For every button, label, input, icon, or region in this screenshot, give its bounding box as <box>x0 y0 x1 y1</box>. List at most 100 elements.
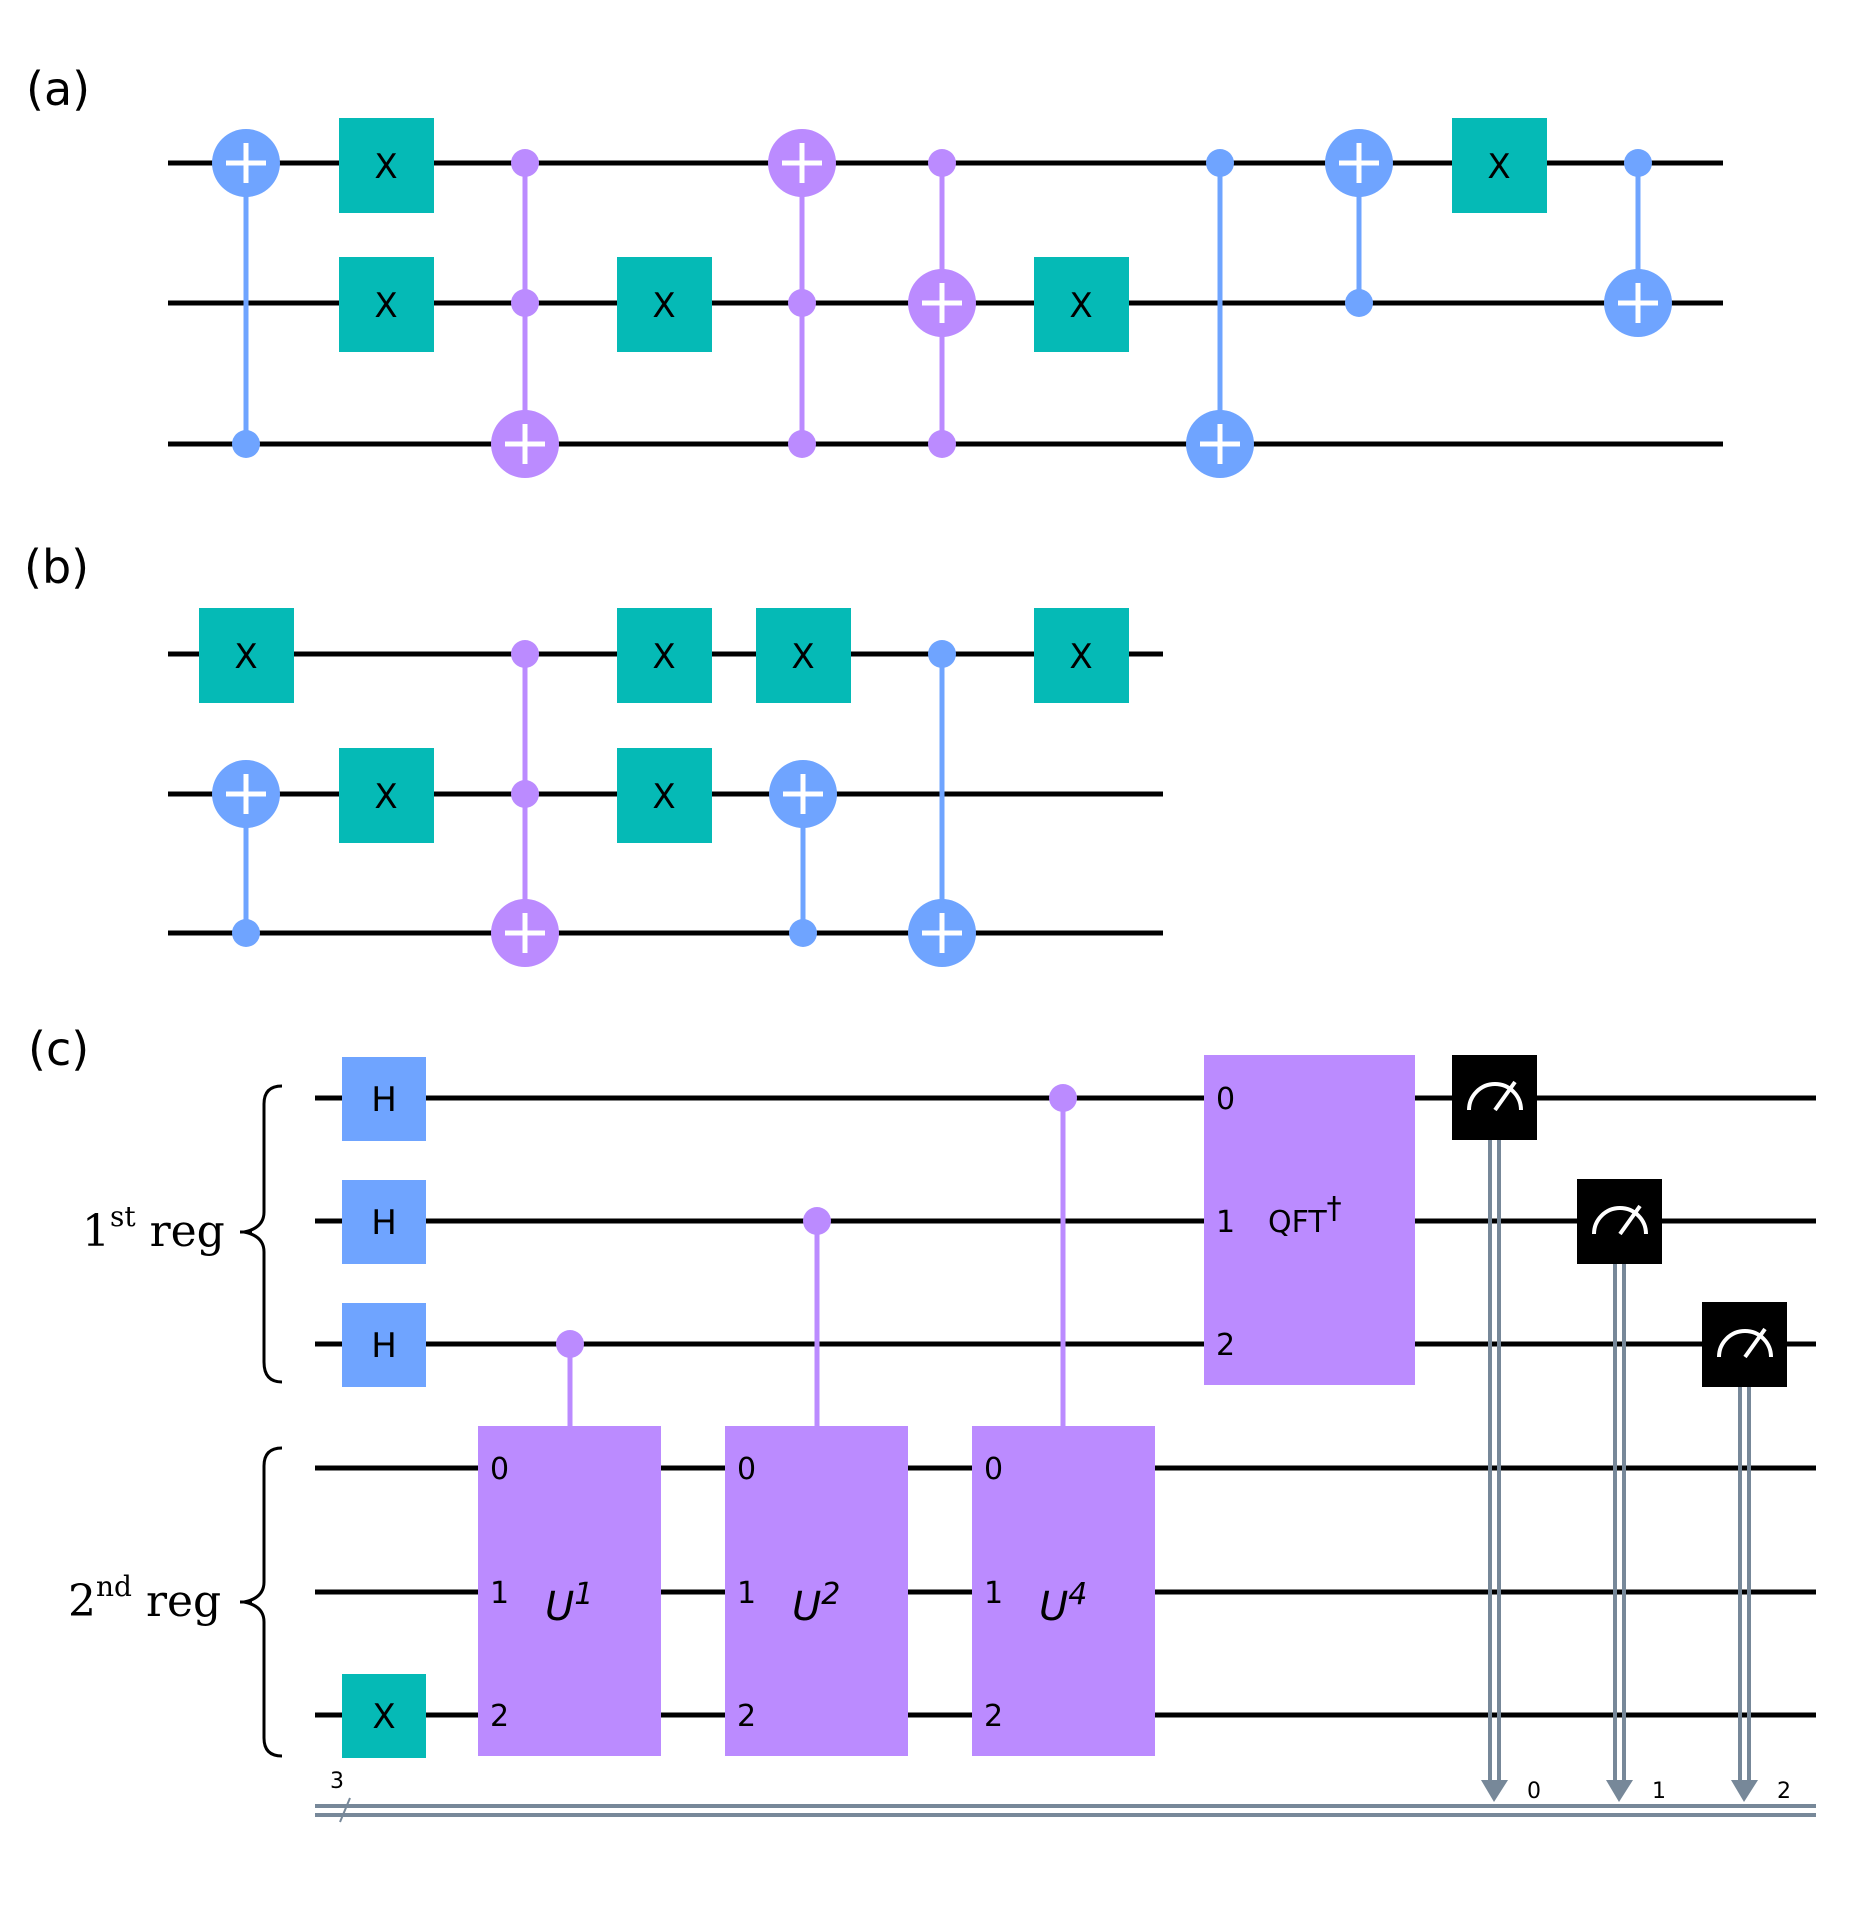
x-gate: X <box>339 257 434 352</box>
panel-a-label: (a) <box>26 62 90 116</box>
pin-label: 1 <box>490 1576 509 1611</box>
cnot-gate <box>1186 149 1254 478</box>
control-dot <box>803 1207 831 1235</box>
measure-arrow <box>1731 1780 1758 1802</box>
measure-bit-label: 1 <box>1652 1779 1666 1804</box>
measure-gate: 1 <box>1577 1179 1666 1804</box>
register-number: 2 <box>68 1576 96 1627</box>
controlled-u4-gate: 0 1 2 U4 <box>972 1084 1155 1756</box>
pin-label: 1 <box>1216 1205 1235 1240</box>
register-suffix: reg <box>132 1576 221 1627</box>
measure-bit-label: 2 <box>1777 1779 1791 1804</box>
register-superscript: st <box>110 1200 136 1233</box>
pin-label: 0 <box>984 1452 1003 1487</box>
qft-dagger-gate: 0 1 2 QFT† <box>1204 1055 1415 1385</box>
h-gate: H <box>342 1303 426 1387</box>
measure-gate: 0 <box>1452 1055 1541 1804</box>
x-gate-label: X <box>652 777 675 817</box>
x-gate-label: X <box>374 147 397 187</box>
measure-arrow <box>1481 1780 1508 1802</box>
measure-gate: 2 <box>1702 1302 1791 1804</box>
pin-label: 2 <box>984 1699 1003 1734</box>
control-dot <box>928 149 956 177</box>
pin-label: 2 <box>490 1699 509 1734</box>
bus-slash <box>339 1797 351 1823</box>
x-gate-label: X <box>791 637 814 677</box>
control-dot <box>1206 149 1234 177</box>
pin-label: 1 <box>737 1576 756 1611</box>
toffoli-gate <box>908 149 976 458</box>
meter-icon <box>1467 1082 1523 1111</box>
panel-b: (b) X X <box>24 540 1163 967</box>
h-gate-label: H <box>371 1203 397 1243</box>
x-gate: X <box>339 118 434 213</box>
toffoli-gate <box>491 640 559 967</box>
h-gate-label: H <box>371 1326 397 1366</box>
cnot-gate <box>212 760 280 947</box>
register-suffix: reg <box>136 1206 225 1257</box>
u-base: U <box>1039 1584 1068 1630</box>
control-dot <box>232 430 260 458</box>
control-dot <box>511 780 539 808</box>
svg-text:U4: U4 <box>1039 1577 1087 1630</box>
classical-register: 3 <box>315 1769 1816 1823</box>
register-label-first: 1st reg <box>82 1200 225 1257</box>
x-gate-label: X <box>1069 637 1092 677</box>
cnot-gate <box>908 640 976 967</box>
svg-text:U1: U1 <box>545 1577 593 1630</box>
svg-text:QFT†: QFT† <box>1268 1191 1342 1240</box>
control-dot <box>1624 149 1652 177</box>
cnot-gate <box>212 129 280 458</box>
h-gate-label: H <box>371 1080 397 1120</box>
svg-text:2nd reg: 2nd reg <box>68 1570 221 1627</box>
x-gate-label: X <box>652 286 675 326</box>
control-dot <box>1345 289 1373 317</box>
control-dot <box>511 640 539 668</box>
panel-b-label: (b) <box>24 540 89 594</box>
controlled-u1-gate: 0 1 2 U1 <box>478 1330 661 1756</box>
pin-label: 2 <box>1216 1328 1235 1363</box>
x-gate: X <box>199 608 294 703</box>
control-dot <box>928 430 956 458</box>
pin-label: 1 <box>984 1576 1003 1611</box>
x-gate: X <box>617 748 712 843</box>
register-superscript: nd <box>96 1570 132 1603</box>
x-gate: X <box>342 1674 426 1758</box>
x-gate: X <box>756 608 851 703</box>
register-brace <box>243 1084 283 1384</box>
control-dot <box>511 149 539 177</box>
qft-label: QFT <box>1268 1205 1327 1240</box>
x-gate-label: X <box>374 777 397 817</box>
x-gate: X <box>617 257 712 352</box>
x-gate-label: X <box>1487 147 1510 187</box>
x-gate-label: X <box>374 286 397 326</box>
h-gate: H <box>342 1180 426 1264</box>
control-dot <box>556 1330 584 1358</box>
x-gate: X <box>617 608 712 703</box>
register-label-second: 2nd reg <box>68 1570 221 1627</box>
x-gate: X <box>1034 257 1129 352</box>
control-dot <box>789 919 817 947</box>
panel-a: (a) X X <box>26 62 1723 478</box>
pin-label: 0 <box>737 1452 756 1487</box>
pin-label: 0 <box>490 1452 509 1487</box>
pin-label: 0 <box>1216 1082 1235 1117</box>
control-dot <box>511 289 539 317</box>
controlled-u2-gate: 0 1 2 U2 <box>725 1207 908 1756</box>
x-gate-label: X <box>234 637 257 677</box>
cnot-gate <box>769 760 837 947</box>
classical-bit-count: 3 <box>330 1769 344 1794</box>
measure-arrow <box>1606 1780 1633 1802</box>
register-number: 1 <box>82 1206 110 1257</box>
cnot-gate <box>1325 129 1393 317</box>
pin-label: 2 <box>737 1699 756 1734</box>
toffoli-gate <box>768 129 836 458</box>
cnot-gate <box>1604 149 1672 337</box>
qft-dagger: † <box>1327 1191 1342 1226</box>
control-dot <box>928 640 956 668</box>
x-gate: X <box>1452 118 1547 213</box>
control-dot <box>788 289 816 317</box>
u-base: U <box>792 1584 821 1630</box>
x-gate-label: X <box>372 1697 395 1737</box>
control-dot <box>232 919 260 947</box>
